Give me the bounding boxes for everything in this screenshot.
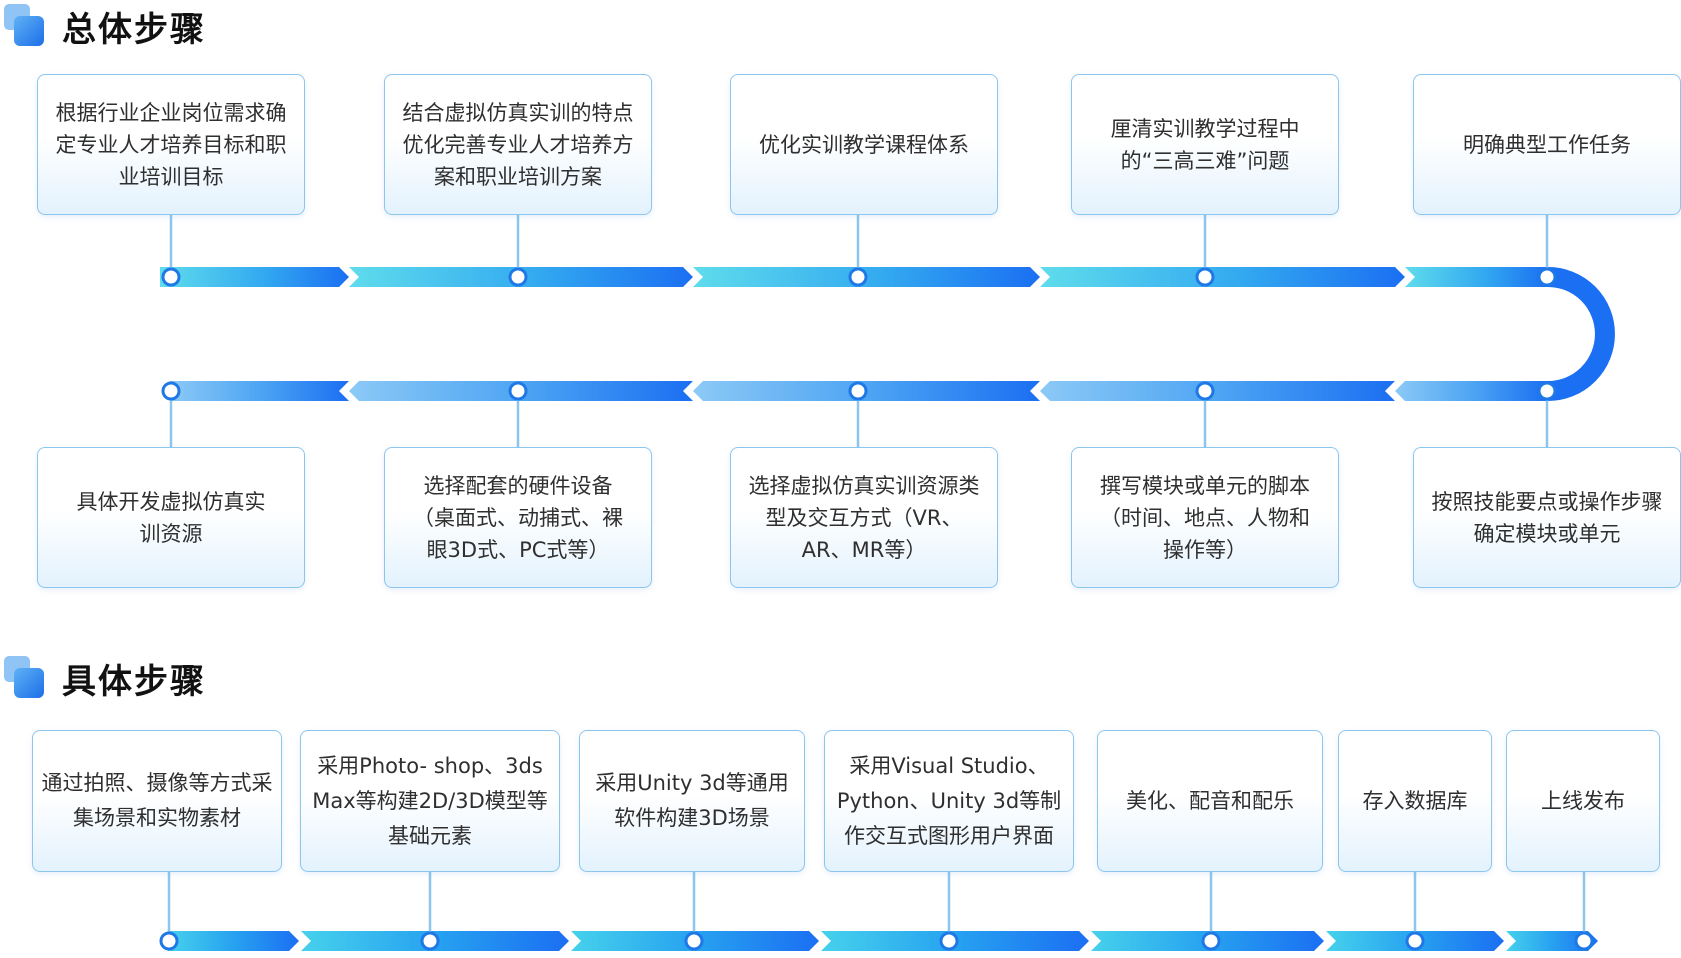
overall-step-8: 选择虚拟仿真实训资源类型及交互方式（VR、AR、MR等） — [730, 447, 998, 588]
overall-step-5: 明确典型工作任务 — [1413, 74, 1681, 215]
arrow-segment — [1040, 381, 1395, 401]
u-turn-arrow — [1547, 267, 1615, 401]
node — [1195, 267, 1215, 287]
specific-step-7: 上线发布 — [1506, 730, 1660, 872]
section-title-text: 总体步骤 — [62, 9, 206, 50]
node — [1405, 931, 1425, 951]
section-bullet-icon — [4, 4, 48, 48]
node — [161, 267, 181, 287]
specific-step-3: 采用Unity 3d等通用软件构建3D场景 — [579, 730, 805, 872]
node — [159, 931, 179, 951]
overall-step-2: 结合虚拟仿真实训的特点优化完善专业人才培养方案和职业培训方案 — [384, 74, 652, 215]
node — [1201, 931, 1221, 951]
overall-step-10: 具体开发虚拟仿真实训资源 — [37, 447, 305, 588]
node — [420, 931, 440, 951]
node — [1195, 381, 1215, 401]
node — [1537, 381, 1557, 401]
specific-step-6: 存入数据库 — [1338, 730, 1492, 872]
overall-step-6: 按照技能要点或操作步骤确定模块或单元 — [1413, 447, 1681, 588]
node — [848, 267, 868, 287]
connector-lines — [167, 215, 1586, 941]
arrow-segment — [1506, 931, 1598, 951]
specific-step-1: 通过拍照、摄像等方式采集场景和实物素材 — [32, 730, 282, 872]
specific-step-2: 采用Photo- shop、3ds Max等构建2D/3D模型等基础元素 — [300, 730, 560, 872]
arrow-segment — [170, 381, 349, 401]
arrow-segment — [1040, 267, 1405, 287]
section-title-text: 具体步骤 — [62, 661, 206, 702]
arrow-segment — [1405, 267, 1548, 287]
node — [1574, 931, 1594, 951]
overall-step-1: 根据行业企业岗位需求确定专业人才培养目标和职业培训目标 — [37, 74, 305, 215]
specific-step-4: 采用Visual Studio、Python、Unity 3d等制作交互式图形用… — [824, 730, 1074, 872]
arrow-segment — [1395, 381, 1548, 401]
arrow-segment — [168, 931, 299, 951]
node — [161, 381, 181, 401]
node — [848, 381, 868, 401]
node — [684, 931, 704, 951]
specific-step-5: 美化、配音和配乐 — [1097, 730, 1323, 872]
overall-step-7: 撰写模块或单元的脚本（时间、地点、人物和操作等） — [1071, 447, 1339, 588]
arrow-segment — [160, 267, 349, 287]
node — [1537, 267, 1557, 287]
overall-step-9: 选择配套的硬件设备 （桌面式、动捕式、裸眼3D式、PC式等） — [384, 447, 652, 588]
flow-nodes — [159, 267, 1594, 951]
overall-step-4: 厘清实训教学过程中的“三高三难”问题 — [1071, 74, 1339, 215]
u-turn-chevron — [1632, 326, 1652, 340]
section-bullet-icon — [4, 656, 48, 700]
node — [939, 931, 959, 951]
section-title-overall: 总体步骤 — [0, 0, 206, 52]
node — [508, 267, 528, 287]
node — [508, 381, 528, 401]
overall-step-3: 优化实训教学课程体系 — [730, 74, 998, 215]
section-title-specific: 具体步骤 — [0, 652, 206, 704]
bottom-arrow-band — [168, 931, 1598, 951]
